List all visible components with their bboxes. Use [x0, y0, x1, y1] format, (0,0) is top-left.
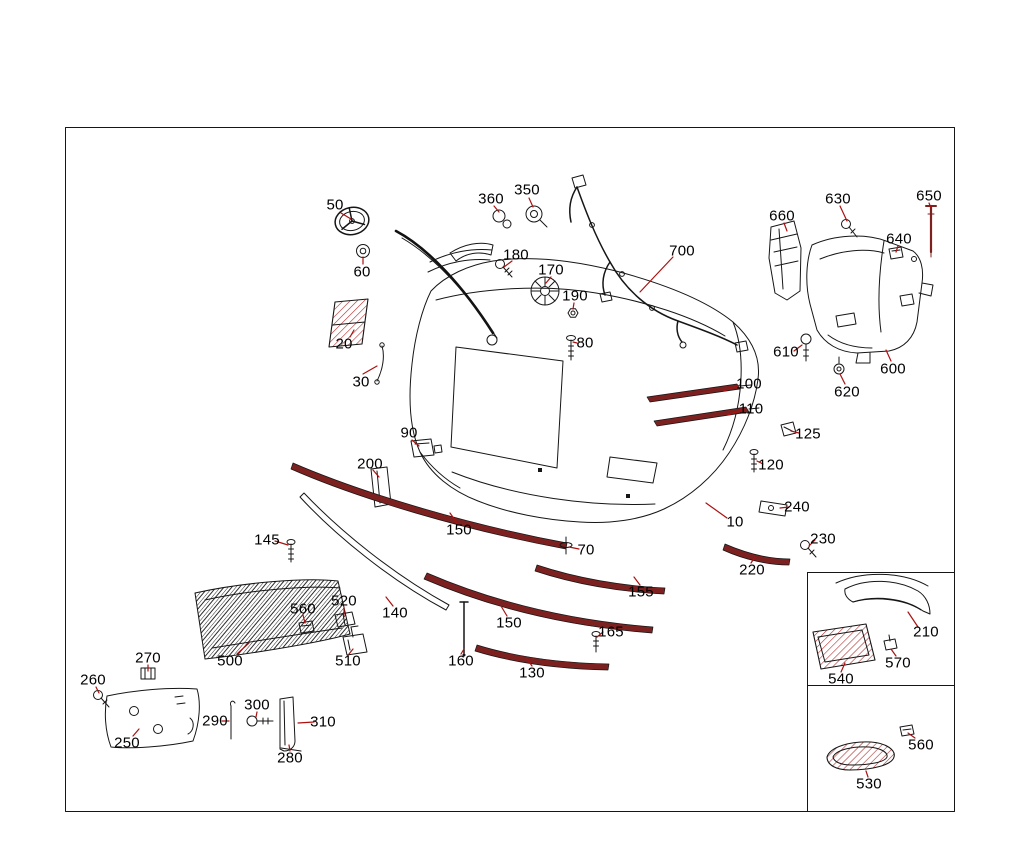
part-label-200[interactable]: 200	[357, 455, 383, 473]
part-side-grille	[328, 298, 369, 348]
part-label-190[interactable]: 190	[562, 287, 588, 305]
part-label-560-left[interactable]: 560	[290, 600, 316, 618]
part-strip-130	[474, 644, 610, 671]
part-label-20[interactable]: 20	[335, 335, 353, 353]
part-label-70[interactable]: 70	[577, 541, 595, 559]
part-label-10[interactable]: 10	[726, 513, 744, 531]
part-label-150-upper[interactable]: 150	[446, 521, 472, 539]
part-label-60[interactable]: 60	[353, 263, 371, 281]
part-label-290[interactable]: 290	[202, 712, 228, 730]
part-sensor-ring	[492, 209, 512, 229]
part-license-bracket-250	[104, 687, 200, 749]
part-parking-sensor	[525, 205, 548, 228]
part-label-170[interactable]: 170	[538, 261, 564, 279]
part-label-155[interactable]: 155	[628, 583, 654, 601]
part-label-650[interactable]: 650	[916, 187, 942, 205]
part-bracket-240	[758, 500, 788, 517]
part-label-80[interactable]: 80	[576, 334, 594, 352]
part-clip-560-right	[899, 724, 915, 737]
part-screw-610	[800, 333, 812, 362]
part-screw-300	[246, 715, 274, 727]
part-clip-70	[559, 536, 573, 555]
part-label-100[interactable]: 100	[736, 375, 762, 393]
part-label-350[interactable]: 350	[514, 181, 540, 199]
part-bracket-600	[806, 235, 934, 364]
part-label-310[interactable]: 310	[310, 713, 336, 731]
part-label-500[interactable]: 500	[217, 652, 243, 670]
part-clip-570	[883, 634, 898, 651]
part-label-110[interactable]: 110	[738, 400, 764, 418]
part-screw-80	[566, 335, 576, 361]
part-label-160[interactable]: 160	[448, 652, 474, 670]
part-label-530[interactable]: 530	[856, 775, 882, 793]
part-label-510[interactable]: 510	[335, 652, 361, 670]
part-strip-155	[534, 564, 666, 595]
leader-lines	[95, 197, 932, 778]
part-label-250[interactable]: 250	[114, 734, 140, 752]
part-label-120[interactable]: 120	[758, 456, 784, 474]
part-impact-absorber-500	[194, 579, 351, 660]
part-clip-270	[140, 667, 156, 680]
part-bracket-510	[342, 625, 368, 656]
diagram-border	[65, 127, 955, 812]
part-bracket-280	[279, 696, 302, 752]
part-label-50[interactable]: 50	[326, 196, 344, 214]
part-label-150-lower[interactable]: 150	[496, 614, 522, 632]
part-pin-160	[459, 601, 469, 657]
part-label-260[interactable]: 260	[80, 671, 106, 689]
part-strip-140	[299, 492, 450, 611]
part-label-180[interactable]: 180	[503, 246, 529, 264]
part-bracket-660	[768, 220, 802, 301]
part-label-210[interactable]: 210	[913, 623, 939, 641]
part-label-270[interactable]: 270	[135, 649, 161, 667]
part-label-90[interactable]: 90	[400, 424, 418, 442]
part-label-360[interactable]: 360	[478, 190, 504, 208]
part-label-570[interactable]: 570	[885, 654, 911, 672]
part-label-640[interactable]: 640	[886, 230, 912, 248]
part-label-140[interactable]: 140	[382, 604, 408, 622]
part-bracket-520	[334, 611, 356, 628]
part-label-230[interactable]: 230	[810, 530, 836, 548]
part-trim-strip-110	[653, 406, 760, 427]
part-trim-strip-100	[646, 383, 752, 403]
part-screw-120	[749, 449, 759, 473]
part-strip-220	[722, 543, 791, 566]
part-label-125[interactable]: 125	[795, 425, 821, 443]
part-label-520[interactable]: 520	[331, 592, 357, 610]
part-label-165[interactable]: 165	[598, 623, 624, 641]
part-label-540[interactable]: 540	[828, 670, 854, 688]
part-label-240[interactable]: 240	[784, 498, 810, 516]
part-strip-150-lower	[423, 572, 654, 634]
part-label-700[interactable]: 700	[669, 242, 695, 260]
part-label-600[interactable]: 600	[880, 360, 906, 378]
part-bolt-650	[925, 204, 937, 258]
part-label-130[interactable]: 130	[519, 664, 545, 682]
part-label-610[interactable]: 610	[773, 343, 799, 361]
part-label-145[interactable]: 145	[254, 531, 280, 549]
part-washer-cover-210	[835, 573, 931, 615]
part-clip-125	[780, 421, 797, 437]
part-wiring-harness	[569, 174, 749, 353]
part-screw-145	[286, 539, 296, 563]
part-support-rod	[374, 342, 385, 385]
part-screw-180	[495, 259, 513, 278]
part-label-560-right[interactable]: 560	[908, 736, 934, 754]
part-label-660[interactable]: 660	[769, 207, 795, 225]
part-label-300[interactable]: 300	[244, 696, 270, 714]
part-label-280[interactable]: 280	[277, 749, 303, 767]
part-label-630[interactable]: 630	[825, 190, 851, 208]
part-clip-560-left	[298, 620, 315, 634]
part-grille-530	[826, 741, 895, 771]
part-label-620[interactable]: 620	[834, 383, 860, 401]
part-horn-bracket-170	[530, 276, 560, 306]
part-nut-190	[567, 308, 579, 318]
part-label-30[interactable]: 30	[352, 373, 370, 391]
part-bumper-cover	[394, 229, 760, 523]
part-grommet-620	[833, 356, 845, 375]
part-label-220[interactable]: 220	[739, 561, 765, 579]
part-rod-290	[230, 700, 236, 740]
part-grille-540	[812, 623, 876, 670]
